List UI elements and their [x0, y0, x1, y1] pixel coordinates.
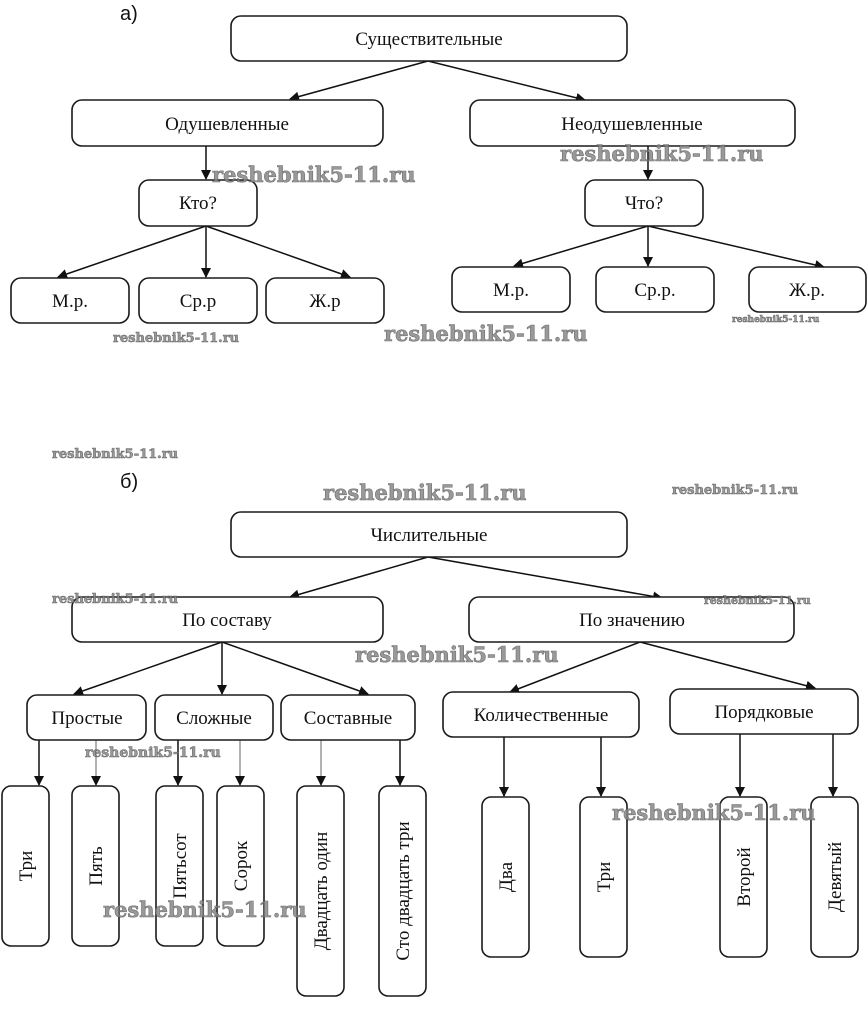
edge-meaning-to-cardinal — [509, 641, 641, 694]
node-inanimate-masculine: М.р. — [451, 266, 571, 313]
edge-root-to-meaning — [427, 556, 663, 602]
watermarks: reshebnik5-11.ru reshebnik5-11.ru resheb… — [52, 141, 820, 923]
node-label: Девятый — [825, 842, 846, 912]
node-label: Ж.р. — [789, 280, 825, 301]
edge-root-to-animate — [289, 60, 429, 102]
watermark: reshebnik5-11.ru — [560, 141, 764, 166]
node-example-complex-2: Сорок — [216, 785, 265, 947]
edge-who-to-f — [205, 225, 351, 279]
node-label: Что? — [625, 193, 663, 214]
edges-section-a — [57, 60, 825, 279]
node-label: Числительные — [371, 525, 488, 546]
edge-what-to-m — [513, 225, 649, 269]
node-example-complex-1: Пятьсот — [155, 785, 204, 947]
node-label: Пять — [86, 846, 107, 886]
watermark: reshebnik5-11.ru — [355, 642, 559, 667]
node-label: По значению — [579, 610, 685, 631]
node-animate-neuter: Ср.р — [138, 277, 258, 324]
node-label: Три — [594, 862, 615, 893]
node-cardinal: Количественные — [442, 691, 640, 738]
node-example-ordinal-1: Второй — [719, 796, 768, 958]
node-inanimate-feminine: Ж.р. — [748, 266, 867, 313]
node-numerals: Числительные — [230, 511, 628, 558]
watermark: reshebnik5-11.ru — [113, 331, 239, 346]
node-inanimate-neuter: Ср.р. — [595, 266, 715, 313]
watermark: reshebnik5-11.ru — [52, 447, 178, 462]
node-who: Кто? — [138, 179, 258, 227]
section-b-label: б) — [120, 471, 138, 493]
edge-root-to-composition — [289, 556, 429, 600]
node-nouns: Существительные — [230, 15, 628, 62]
node-label: Количественные — [474, 705, 609, 726]
node-label: Простые — [51, 708, 122, 729]
node-label: Ср.р — [180, 291, 216, 312]
node-animate-feminine: Ж.р — [265, 277, 385, 324]
edge-composition-to-compound — [221, 641, 369, 696]
node-label: По составу — [182, 610, 272, 631]
node-label: Сложные — [176, 708, 252, 729]
watermark: reshebnik5-11.ru — [704, 594, 811, 607]
node-label: Сорок — [231, 840, 252, 891]
node-label: Неодушевленные — [561, 114, 703, 135]
node-label: Существительные — [355, 29, 502, 50]
node-animate-masculine: М.р. — [10, 277, 130, 324]
node-example-simple-1: Три — [1, 785, 50, 947]
watermark: reshebnik5-11.ru — [52, 592, 178, 607]
node-example-compound-2: Сто двадцать три — [378, 785, 427, 997]
node-label: Два — [496, 861, 517, 892]
node-label: Ср.р. — [634, 280, 675, 301]
node-example-cardinal-1: Два — [481, 796, 530, 958]
node-label: Составные — [304, 708, 392, 729]
node-example-cardinal-2: Три — [579, 796, 628, 958]
edge-root-to-inanimate — [427, 60, 586, 103]
node-what: Что? — [584, 179, 704, 227]
watermark: reshebnik5-11.ru — [732, 315, 820, 325]
watermark: reshebnik5-11.ru — [384, 321, 588, 346]
node-example-compound-1: Двадцать один — [296, 785, 345, 997]
edge-composition-to-simple — [73, 641, 223, 696]
watermark: reshebnik5-11.ru — [212, 162, 416, 187]
node-compound: Составные — [280, 694, 416, 741]
node-label: Ж.р — [309, 291, 340, 312]
node-label: Второй — [734, 847, 755, 906]
node-label: Порядковые — [714, 702, 813, 723]
node-example-simple-2: Пять — [71, 785, 120, 947]
node-animate: Одушевленные — [71, 99, 384, 147]
node-by-meaning: По значению — [468, 596, 795, 643]
section-a-label: а) — [120, 3, 138, 25]
node-label: М.р. — [493, 280, 529, 301]
node-label: Двадцать один — [311, 832, 332, 951]
node-label: Кто? — [179, 193, 217, 214]
watermark: reshebnik5-11.ru — [323, 480, 527, 505]
node-label: М.р. — [52, 291, 88, 312]
node-complex: Сложные — [154, 694, 274, 741]
edge-what-to-f — [647, 225, 825, 270]
edges-section-b — [34, 556, 838, 797]
node-label: Пятьсот — [170, 833, 191, 899]
node-inanimate: Неодушевленные — [469, 99, 796, 147]
watermark: reshebnik5-11.ru — [85, 745, 221, 761]
node-label: Одушевленные — [165, 114, 289, 135]
node-by-composition: По составу — [71, 596, 384, 643]
node-label: Сто двадцать три — [393, 821, 414, 960]
node-example-ordinal-2: Девятый — [810, 796, 859, 958]
node-label: Три — [16, 851, 37, 882]
watermark: reshebnik5-11.ru — [672, 483, 798, 498]
watermark: reshebnik5-11.ru — [103, 897, 307, 922]
node-simple: Простые — [26, 694, 147, 741]
edge-meaning-to-ordinal — [639, 641, 816, 691]
edge-who-to-m — [57, 225, 207, 279]
node-ordinal: Порядковые — [669, 688, 859, 735]
watermark: reshebnik5-11.ru — [612, 800, 816, 825]
